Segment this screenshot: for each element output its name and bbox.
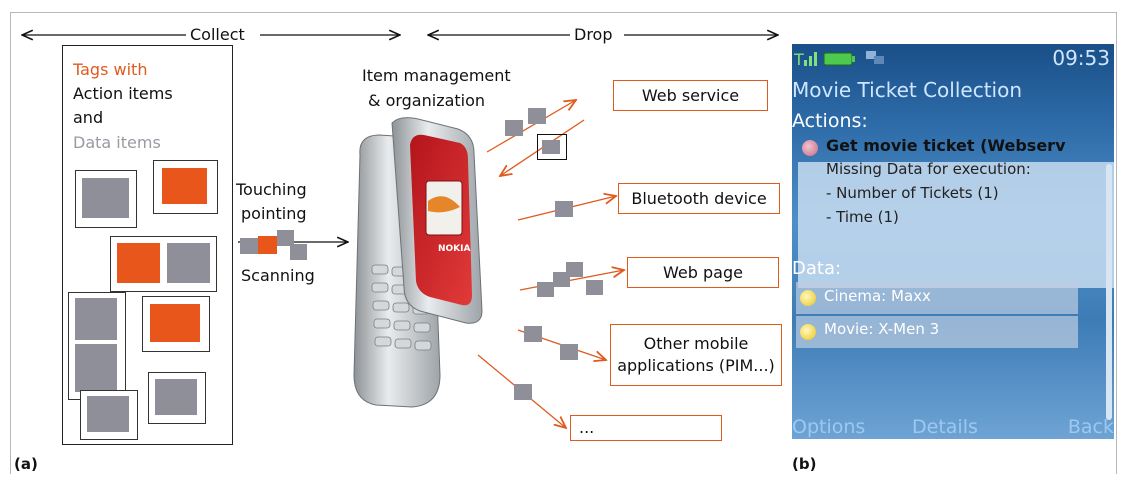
panel-b-label: (b) [792, 455, 817, 473]
action-item-card[interactable] [798, 162, 1114, 288]
data-item-square [75, 344, 117, 392]
organization-label: & organization [368, 91, 486, 110]
web-page-box: Web page [627, 257, 779, 288]
action-item-square [117, 243, 160, 283]
arrow-to-web-service [486, 100, 576, 153]
data-item-square [586, 280, 603, 295]
data-item-square [290, 244, 307, 260]
softkey-options[interactable]: Options [792, 416, 866, 438]
item-management-label: Item management [362, 66, 511, 85]
data-item-square [542, 140, 560, 154]
data-item-square [82, 178, 129, 218]
action-bullet-icon [802, 140, 818, 156]
action-title: Get movie ticket (Webserv [826, 136, 1066, 155]
data-header: Data: [792, 258, 842, 279]
other-apps-box: Other mobile applications (PIM...) [610, 324, 782, 386]
data-item-square [528, 108, 546, 124]
more-targets-label: ... [579, 418, 595, 437]
data-cinema-text: Cinema: Maxx [824, 287, 931, 305]
web-service-label: Web service [641, 85, 740, 105]
clock-time: 09:53 [1052, 46, 1110, 70]
action-item-square [150, 304, 200, 342]
bluetooth-device-label: Bluetooth device [631, 188, 767, 208]
missing-data-text: Missing Data for execution: [826, 160, 1031, 178]
data-item-square [277, 230, 294, 246]
data-item-square [505, 120, 523, 136]
phone-brand-logo: NOKIA [438, 244, 471, 254]
web-page-label: Web page [663, 262, 743, 282]
data-item-square [553, 272, 570, 287]
action-items-label: Action items [73, 84, 173, 103]
data-item-square [560, 344, 578, 360]
data-item-square [75, 298, 117, 340]
data-movie-text: Movie: X-Men 3 [824, 320, 940, 338]
scrollbar[interactable] [1106, 164, 1112, 420]
screen-title: Movie Ticket Collection [792, 78, 1022, 102]
missing-time-text: - Time (1) [826, 208, 899, 226]
softkey-details[interactable]: Details [912, 416, 978, 438]
data-items-label: Data items [73, 133, 161, 152]
data-item-square [514, 384, 532, 400]
phone-image: NOKIA [353, 117, 483, 408]
actions-header: Actions: [792, 110, 868, 132]
data-bullet-icon [800, 290, 816, 306]
and-label: and [73, 108, 104, 127]
other-apps-label-line1: Other mobile [643, 334, 749, 353]
bluetooth-device-box: Bluetooth device [618, 183, 780, 214]
data-item-square [537, 282, 554, 297]
drop-label: Drop [574, 25, 613, 44]
figure-frame [10, 12, 1117, 474]
data-row-cinema[interactable] [796, 282, 1078, 314]
data-item-square [566, 262, 583, 277]
data-item-square [240, 238, 258, 254]
data-item-square [155, 379, 197, 415]
action-item-square [162, 168, 207, 204]
other-apps-label-line2: applications (PIM...) [617, 356, 775, 375]
signal-icon: T [794, 50, 804, 69]
data-item-square [167, 243, 210, 283]
collect-label: Collect [190, 25, 245, 44]
panel-a-label: (a) [14, 455, 38, 473]
softkey-back[interactable]: Back [1067, 416, 1114, 438]
touching-label: Touching [236, 180, 307, 199]
returned-item-frame [537, 134, 567, 160]
data-item-square [87, 396, 129, 432]
data-item-square [524, 326, 542, 342]
more-targets-box: ... [570, 415, 722, 441]
phone-screen: T 09:53 Movie Ticket Collection Actions:… [792, 44, 1114, 439]
web-service-box: Web service [613, 80, 768, 111]
action-item-square [258, 236, 277, 254]
pointing-label: pointing [241, 204, 307, 223]
data-row-movie[interactable] [796, 316, 1078, 348]
data-bullet-icon [800, 324, 816, 340]
battery-icon [823, 52, 853, 66]
missing-tickets-text: - Number of Tickets (1) [826, 184, 999, 202]
status-bar-icons: T [794, 50, 884, 69]
tags-with-label: Tags with [73, 60, 148, 79]
data-item-square [555, 201, 573, 217]
scanning-label: Scanning [241, 266, 315, 285]
